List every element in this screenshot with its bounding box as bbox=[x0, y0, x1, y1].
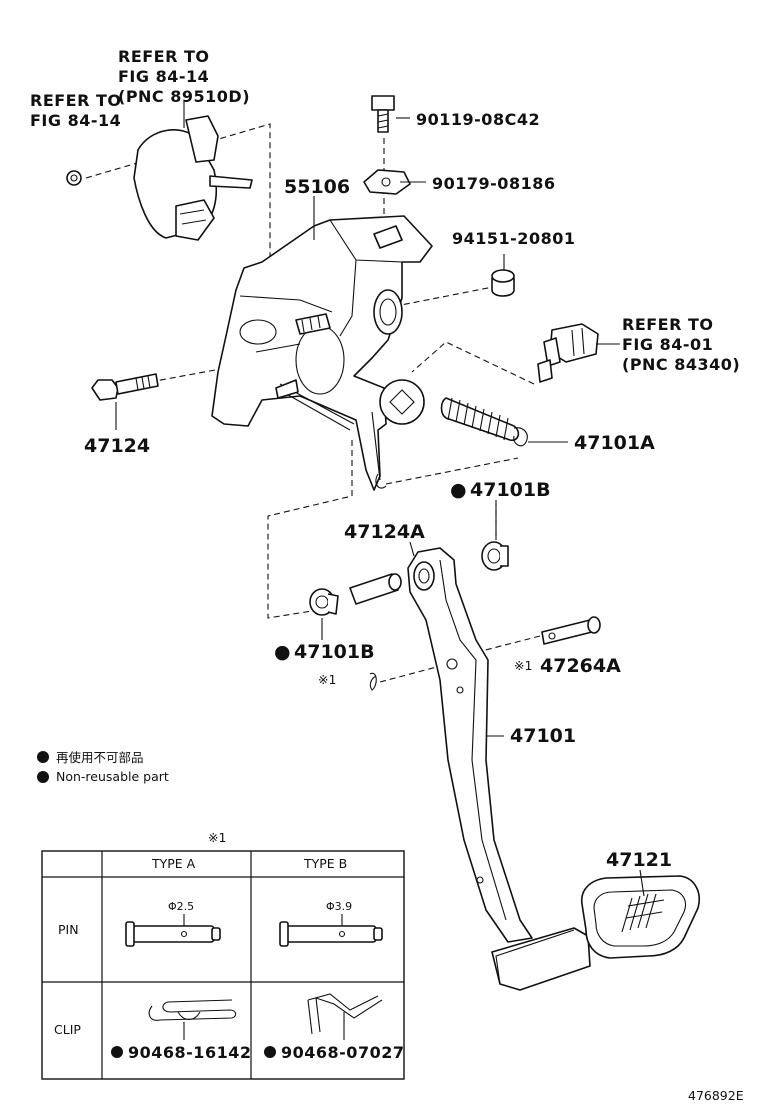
pin-b-dimension: Φ3.9 bbox=[326, 900, 352, 913]
pedal-sensor bbox=[66, 115, 253, 241]
clip-a-part-number: 90468-16142 bbox=[128, 1043, 251, 1062]
reference-labels: REFER TO FIG 84-14 REFER TO FIG 84-14 (P… bbox=[30, 47, 740, 374]
label-pin: 47264A bbox=[540, 655, 621, 677]
label-bushing-lower: 47101B bbox=[294, 641, 375, 663]
label-nut-plate: 90179-08186 bbox=[432, 174, 555, 193]
bushing-upper bbox=[481, 541, 509, 571]
stop-lamp-switch bbox=[537, 323, 599, 383]
label-collar: 47124A bbox=[344, 521, 425, 543]
ref-top-left-line1: REFER TO bbox=[30, 91, 122, 110]
clevis-pin bbox=[541, 616, 601, 645]
leader-lines bbox=[115, 100, 645, 897]
label-bolt-top: 90119-08C42 bbox=[416, 110, 540, 129]
clip-b-part-number: 90468-07027 bbox=[281, 1043, 404, 1062]
ref-mark-clip: ※1 bbox=[318, 672, 336, 687]
table-row-clip: CLIP bbox=[54, 1022, 81, 1037]
table-col-a: TYPE A bbox=[151, 856, 196, 871]
pedal-lever bbox=[407, 547, 591, 991]
clip-type-a bbox=[148, 999, 237, 1040]
bullet-upper: ● bbox=[450, 479, 467, 501]
assembly-guide-lines bbox=[85, 123, 541, 683]
table-note: ※1 bbox=[208, 830, 226, 845]
ref-mark-pin: ※1 bbox=[514, 658, 532, 673]
pedal-bracket bbox=[211, 215, 433, 491]
clip-type-b bbox=[307, 993, 383, 1040]
label-spring: 47101A bbox=[574, 432, 655, 454]
legend-en: Non-reusable part bbox=[56, 769, 169, 784]
label-pedal-pad: 47121 bbox=[606, 849, 672, 871]
ref-top-center-line1: REFER TO bbox=[118, 47, 210, 66]
pin-clip-table: ※1 TYPE A TYPE B PIN CLIP Φ2.5 Φ3.9 bbox=[41, 830, 405, 1080]
table-row-pin: PIN bbox=[58, 922, 79, 937]
ref-right-line1: REFER TO bbox=[622, 315, 714, 334]
pin-type-b: Φ3.9 bbox=[279, 900, 383, 947]
label-pedal-lever: 47101 bbox=[510, 725, 576, 747]
label-bolt-left: 47124 bbox=[84, 435, 150, 457]
ref-right-line2: FIG 84-01 bbox=[622, 335, 713, 354]
ref-top-center-line2: FIG 84-14 bbox=[118, 67, 209, 86]
label-bushing-upper: 47101B bbox=[470, 479, 551, 501]
clip-b-bullet bbox=[264, 1046, 276, 1058]
bushing-lower bbox=[309, 588, 339, 616]
ref-top-center-line3: (PNC 89510D) bbox=[118, 87, 250, 106]
pedal-pad bbox=[581, 875, 700, 959]
clip-a-bullet bbox=[111, 1046, 123, 1058]
ref-right-line3: (PNC 84340) bbox=[622, 355, 740, 374]
return-spring bbox=[440, 397, 528, 447]
bullet-lower: ● bbox=[274, 641, 291, 663]
pin-a-dimension: Φ2.5 bbox=[168, 900, 194, 913]
table-col-b: TYPE B bbox=[303, 856, 347, 871]
label-bracket: 55106 bbox=[284, 176, 350, 198]
stopper-cushion bbox=[491, 269, 515, 297]
top-bolt bbox=[371, 95, 395, 133]
legend-bullet-1 bbox=[37, 751, 49, 763]
figure-code: 476892E bbox=[688, 1088, 744, 1103]
label-cushion: 94151-20801 bbox=[452, 229, 575, 248]
pivot-bolt bbox=[91, 373, 159, 401]
legend-bullet-2 bbox=[37, 771, 49, 783]
part-number-labels: 90119-08C42 90179-08186 55106 94151-2080… bbox=[84, 110, 672, 871]
ref-top-left-line2: FIG 84-14 bbox=[30, 111, 121, 130]
legend: 再使用不可部品 Non-reusable part bbox=[37, 750, 169, 784]
pin-type-a: Φ2.5 bbox=[125, 900, 221, 947]
clip-small bbox=[369, 672, 377, 691]
legend-jp: 再使用不可部品 bbox=[56, 750, 144, 765]
collar bbox=[349, 573, 402, 605]
nut-plate bbox=[363, 169, 411, 195]
